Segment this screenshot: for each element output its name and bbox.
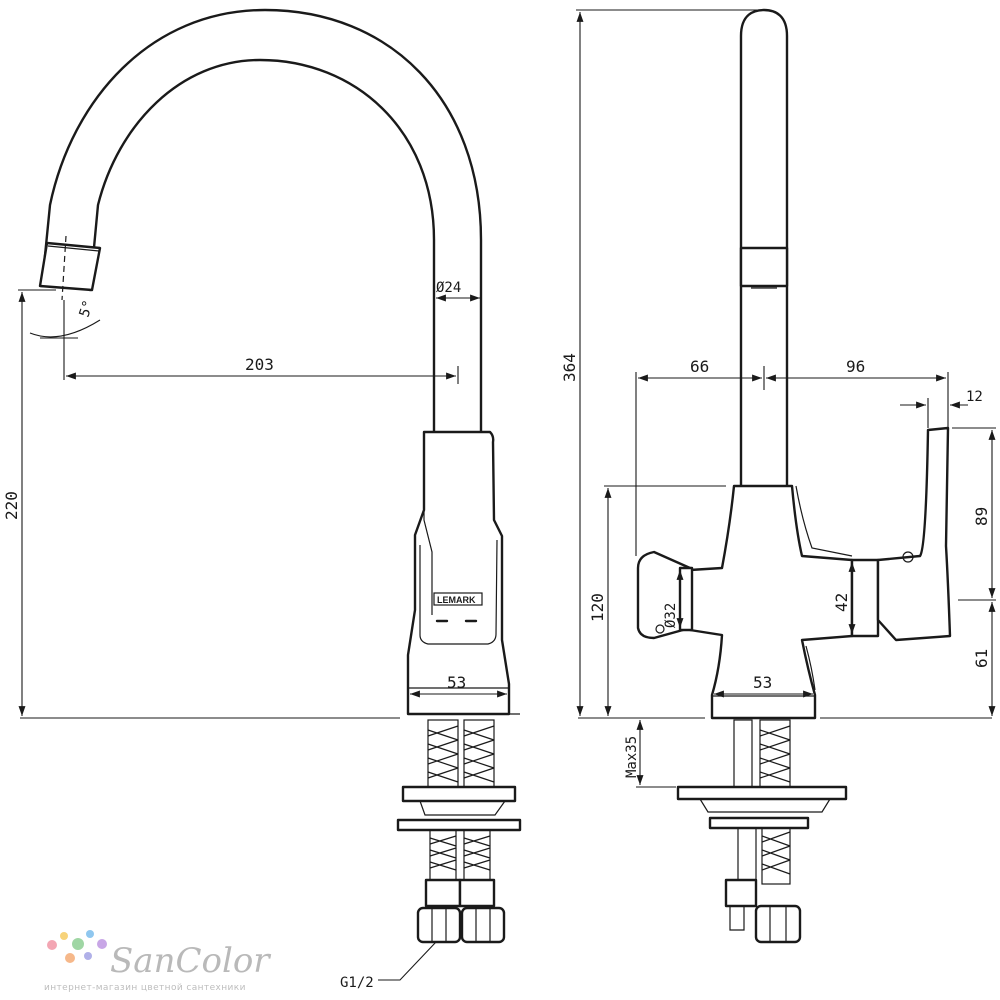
- front-fitting-left: [724, 878, 758, 908]
- dim-base-width-right: 53: [753, 673, 772, 692]
- dim-knob-diameter: Ø32: [663, 603, 679, 628]
- lever-collar: [850, 558, 880, 638]
- brand-badge: [433, 592, 483, 606]
- front-body: [688, 484, 854, 720]
- dim-reach: 203: [245, 355, 274, 374]
- body-outline: [406, 430, 511, 716]
- nut-left: [416, 906, 462, 944]
- lever-screw: [902, 551, 914, 563]
- front-view: 364 120 Max35 66 96 12 89 61 42: [560, 8, 996, 944]
- watermark-dot: [65, 953, 75, 963]
- body-contour-1: [795, 485, 853, 557]
- dim-lever-height: 89: [972, 507, 991, 526]
- brand-logo: LEMARK: [437, 595, 476, 605]
- angle-arc: [29, 319, 101, 338]
- mount-washer: [396, 818, 522, 832]
- dim-spout-height: 220: [2, 491, 21, 520]
- watermark: SanColor интернет-магазин цветной сантех…: [44, 930, 271, 993]
- watermark-name: SanColor: [110, 941, 271, 981]
- dim-max-thickness: Max35: [624, 736, 640, 778]
- watermark-dot: [47, 940, 57, 950]
- dim-body-height: 120: [588, 593, 607, 622]
- watermark-dot: [84, 952, 92, 960]
- front-plate-bevel: [699, 798, 831, 813]
- body-face: [419, 539, 498, 645]
- watermark-dot: [86, 930, 94, 938]
- watermark-dot: [72, 938, 84, 950]
- side-view: LEMARK 220: [2, 8, 522, 991]
- watermark-dot: [60, 932, 68, 940]
- dim-thread: G1/2: [340, 975, 374, 991]
- knob-dot: [655, 624, 665, 634]
- dim-base-width-left: 53: [447, 673, 466, 692]
- dim-left-offset: 66: [690, 357, 709, 376]
- dim-right-spout-height: 42: [832, 593, 851, 612]
- thread-leader: [378, 941, 437, 981]
- nut-right: [460, 906, 506, 944]
- aerator-line: [47, 245, 100, 252]
- front-washer: [708, 816, 810, 830]
- spout-outer-line: [40, 8, 483, 434]
- front-hose-wire: [759, 725, 791, 783]
- hose-assembly-left: [396, 719, 522, 944]
- dim-right-offset: 96: [846, 357, 865, 376]
- dim-spout-diameter: Ø24: [436, 280, 461, 296]
- left-knob-collar: [678, 566, 694, 632]
- watermark-tagline: интернет-магазин цветной сантехники: [44, 983, 246, 993]
- front-hose: [759, 719, 791, 789]
- dim-lever-tip: 12: [966, 389, 983, 405]
- dim-right-base-height: 61: [972, 649, 991, 668]
- dim-angle: 5°: [77, 298, 97, 319]
- watermark-dots-icon: [47, 930, 107, 963]
- front-fitting-end: [729, 906, 745, 931]
- front-stud: [733, 719, 753, 789]
- front-hose-wire-lower: [761, 831, 791, 875]
- front-nut: [754, 904, 802, 944]
- front-mount-plate: [676, 785, 848, 801]
- watermark-dot: [97, 939, 107, 949]
- aerator-tip: [38, 241, 102, 292]
- dim-total-height: 364: [560, 353, 579, 382]
- front-aerator: [739, 246, 789, 288]
- aerator-axis: [61, 235, 67, 301]
- mount-plate: [401, 785, 517, 803]
- right-lever: [876, 426, 952, 642]
- spout-inner-line: [88, 58, 436, 434]
- body-front: [423, 432, 433, 615]
- body-contour-2: [805, 645, 816, 691]
- front-stud-lower: [737, 827, 757, 885]
